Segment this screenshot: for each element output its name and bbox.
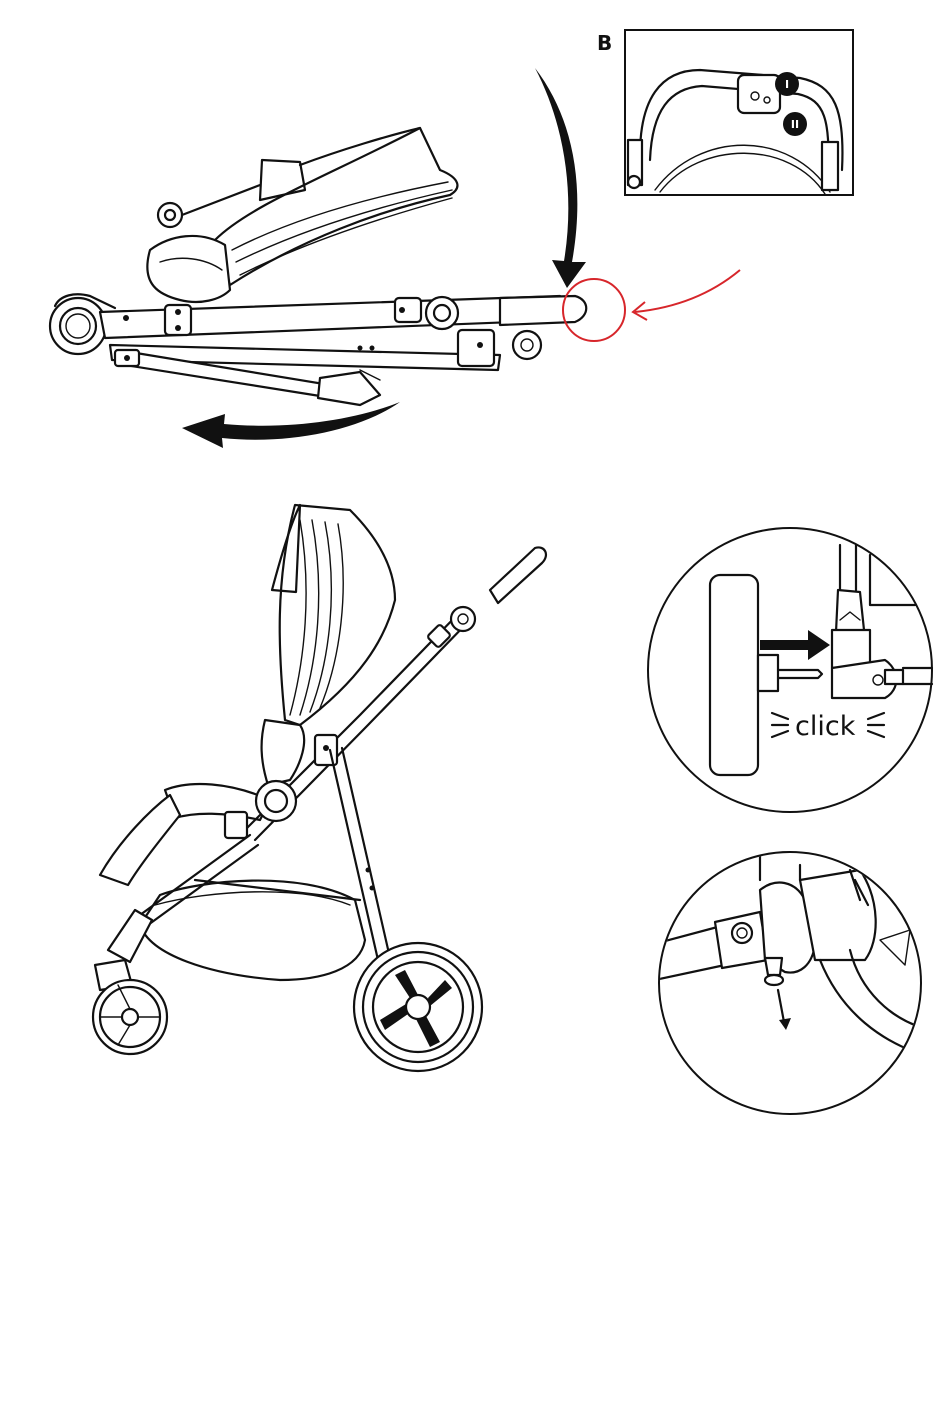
curved-arrow-left-icon bbox=[182, 402, 400, 448]
highlight-marker bbox=[563, 270, 740, 341]
click-detail: click bbox=[648, 528, 932, 812]
svg-text:II: II bbox=[791, 118, 799, 131]
inset-b-label: B bbox=[597, 31, 612, 55]
svg-text:I: I bbox=[785, 78, 789, 91]
red-pointer-arrow-icon bbox=[635, 270, 740, 312]
inset-b: B I II bbox=[597, 30, 853, 195]
click-label: click bbox=[795, 711, 856, 742]
folded-stroller bbox=[50, 128, 586, 405]
release-detail bbox=[650, 852, 940, 1114]
curved-arrow-down-icon bbox=[535, 68, 586, 288]
unfolded-stroller bbox=[93, 505, 546, 1071]
